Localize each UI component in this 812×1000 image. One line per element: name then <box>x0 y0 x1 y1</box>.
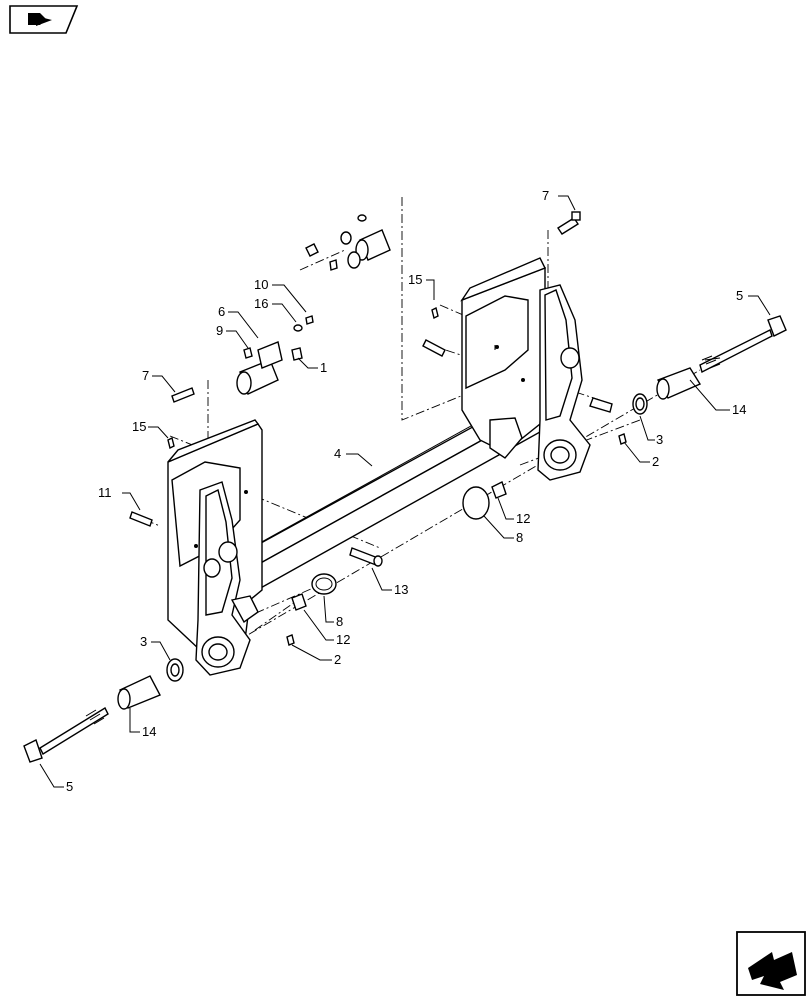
washer-left <box>166 658 184 682</box>
latch-pin-6 <box>236 315 314 395</box>
washer-right <box>632 393 648 415</box>
callout-3-right: 3 <box>656 432 663 447</box>
left-frame-plate <box>167 419 263 676</box>
callout-7-top: 7 <box>542 188 549 203</box>
callout-10: 10 <box>254 277 268 292</box>
callout-12-right: 12 <box>516 511 530 526</box>
next-arrow-icon[interactable] <box>736 931 806 996</box>
bolt-right <box>699 315 787 374</box>
callout-11: 11 <box>98 485 112 500</box>
latch-detail-assembly <box>305 214 391 271</box>
pin-13 <box>349 547 383 567</box>
right-frame-plate <box>460 257 591 481</box>
clip-right <box>431 306 439 320</box>
callout-6: 6 <box>218 304 225 319</box>
callout-8-mid: 8 <box>336 614 343 629</box>
callout-2-left: 2 <box>334 652 341 667</box>
callout-2-right: 2 <box>652 454 659 469</box>
callout-15-top: 15 <box>408 272 422 287</box>
roll-pin-11 <box>129 511 153 527</box>
callout-9: 9 <box>216 323 223 338</box>
spacer-right <box>656 367 702 400</box>
callout-13: 13 <box>394 582 408 597</box>
callout-1: 1 <box>320 360 327 375</box>
spacer-left <box>117 675 161 710</box>
grease-fitting-right <box>618 433 627 445</box>
callout-14-left: 14 <box>142 724 156 739</box>
bolt-left <box>23 707 109 763</box>
callout-3-left: 3 <box>140 634 147 649</box>
callout-14-right: 14 <box>732 402 746 417</box>
callout-4: 4 <box>334 446 341 461</box>
callout-labels: 7 15 5 10 16 6 9 1 7 15 4 14 3 2 12 8 11… <box>66 188 746 794</box>
pin-right-small <box>422 339 446 357</box>
bolt-top-left <box>171 387 195 403</box>
callout-5-left: 5 <box>66 779 73 794</box>
cap-right <box>462 481 507 520</box>
clip-left <box>167 436 175 450</box>
leader-lines <box>39 195 771 788</box>
grease-fitting-left <box>286 634 295 646</box>
bolt-top-right <box>557 211 581 235</box>
cap-left <box>291 573 337 611</box>
callout-7-left: 7 <box>142 368 149 383</box>
callout-16: 16 <box>254 296 268 311</box>
pin-upper-right <box>589 397 613 413</box>
callout-12-mid: 12 <box>336 632 350 647</box>
callout-8-right: 8 <box>516 530 523 545</box>
page-back-icon[interactable] <box>9 5 79 34</box>
callout-15-left: 15 <box>132 419 146 434</box>
callout-5-right: 5 <box>736 288 743 303</box>
